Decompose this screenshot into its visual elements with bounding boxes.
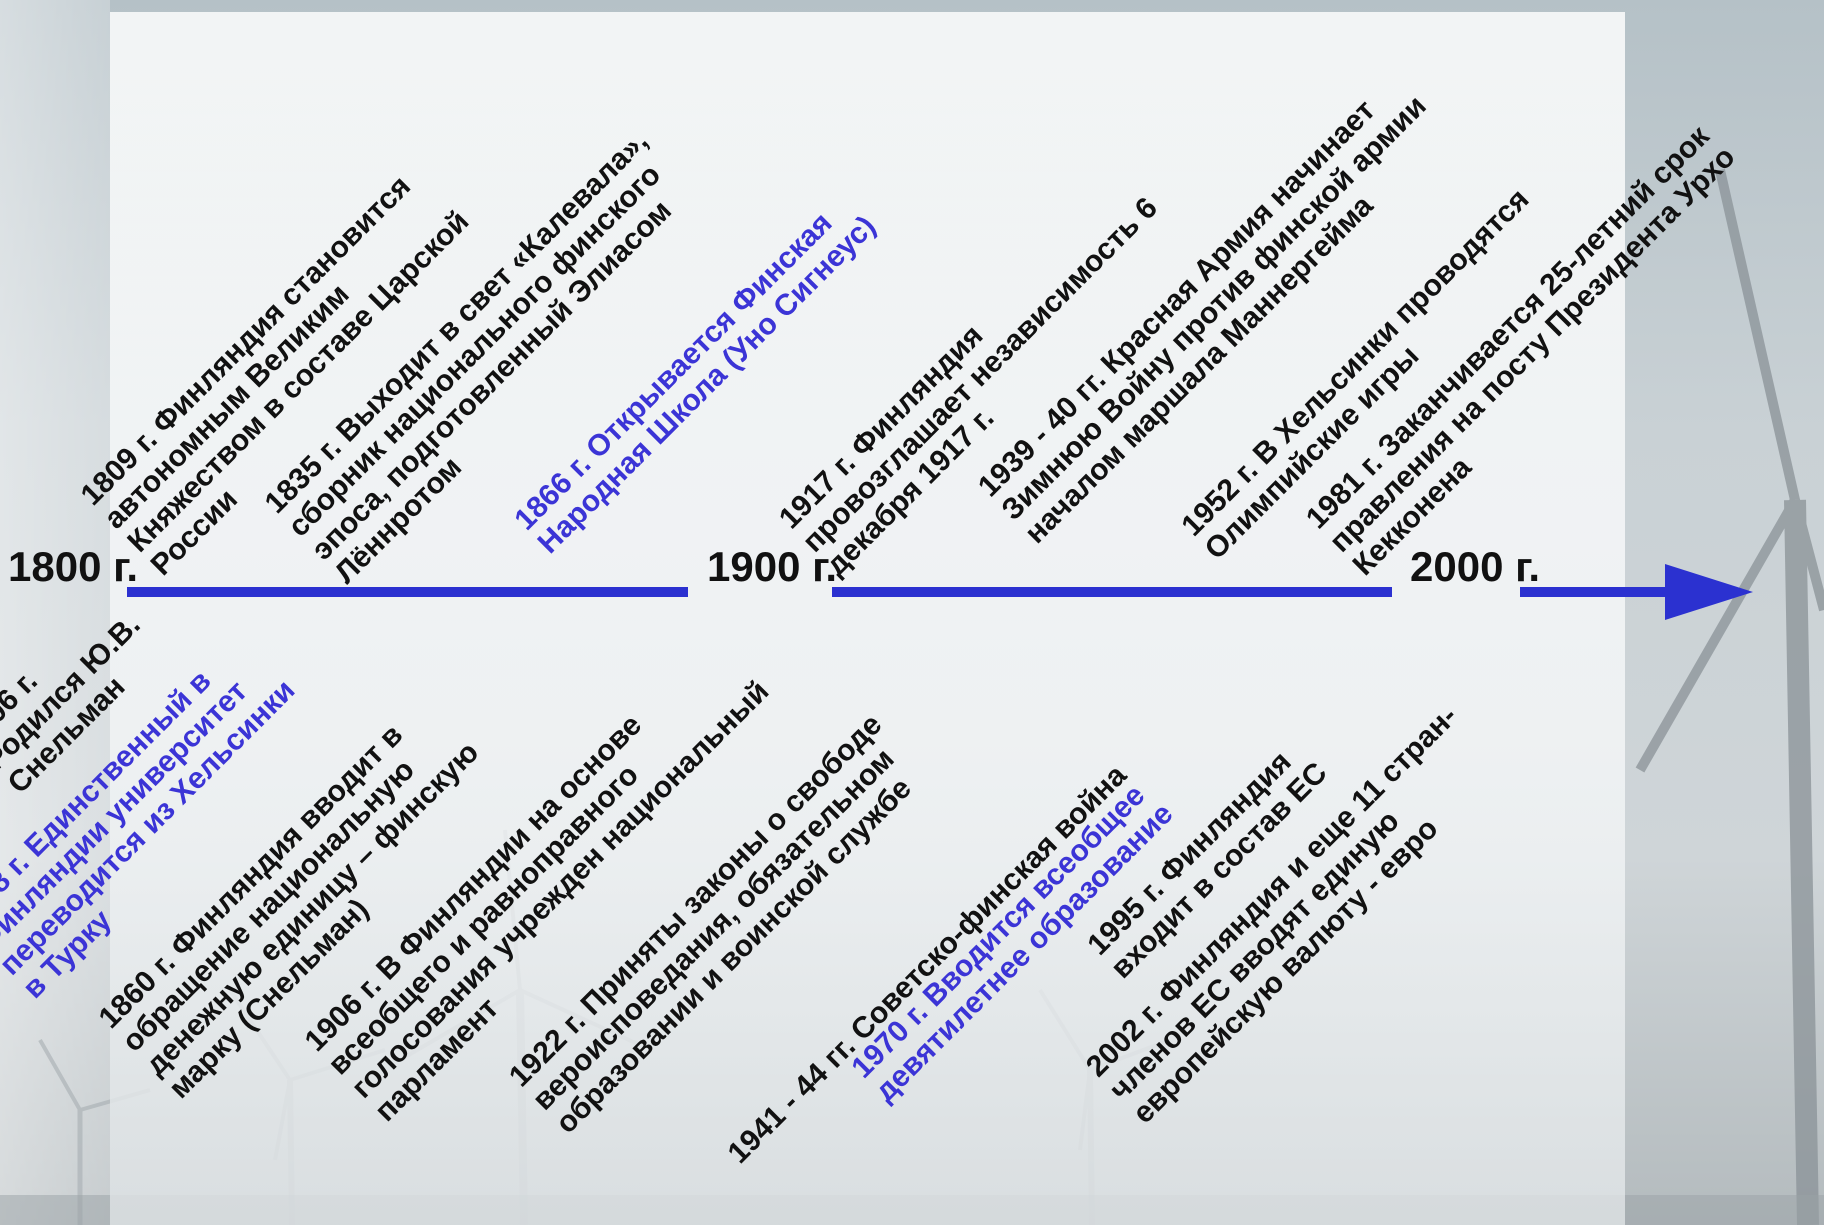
timeline-segment-1800s (127, 587, 688, 597)
timeline-segment-2000s (1520, 587, 1668, 597)
era-label-1900: 1900 г. (707, 543, 838, 590)
era-label-2000: 2000 г. (1410, 543, 1541, 590)
era-label-1800: 1800 г. (8, 543, 139, 590)
timeline-arrow-icon (1665, 564, 1753, 620)
timeline-segment-1900s (832, 587, 1392, 597)
background-haze (0, 0, 110, 1225)
content-panel (110, 12, 1625, 1225)
